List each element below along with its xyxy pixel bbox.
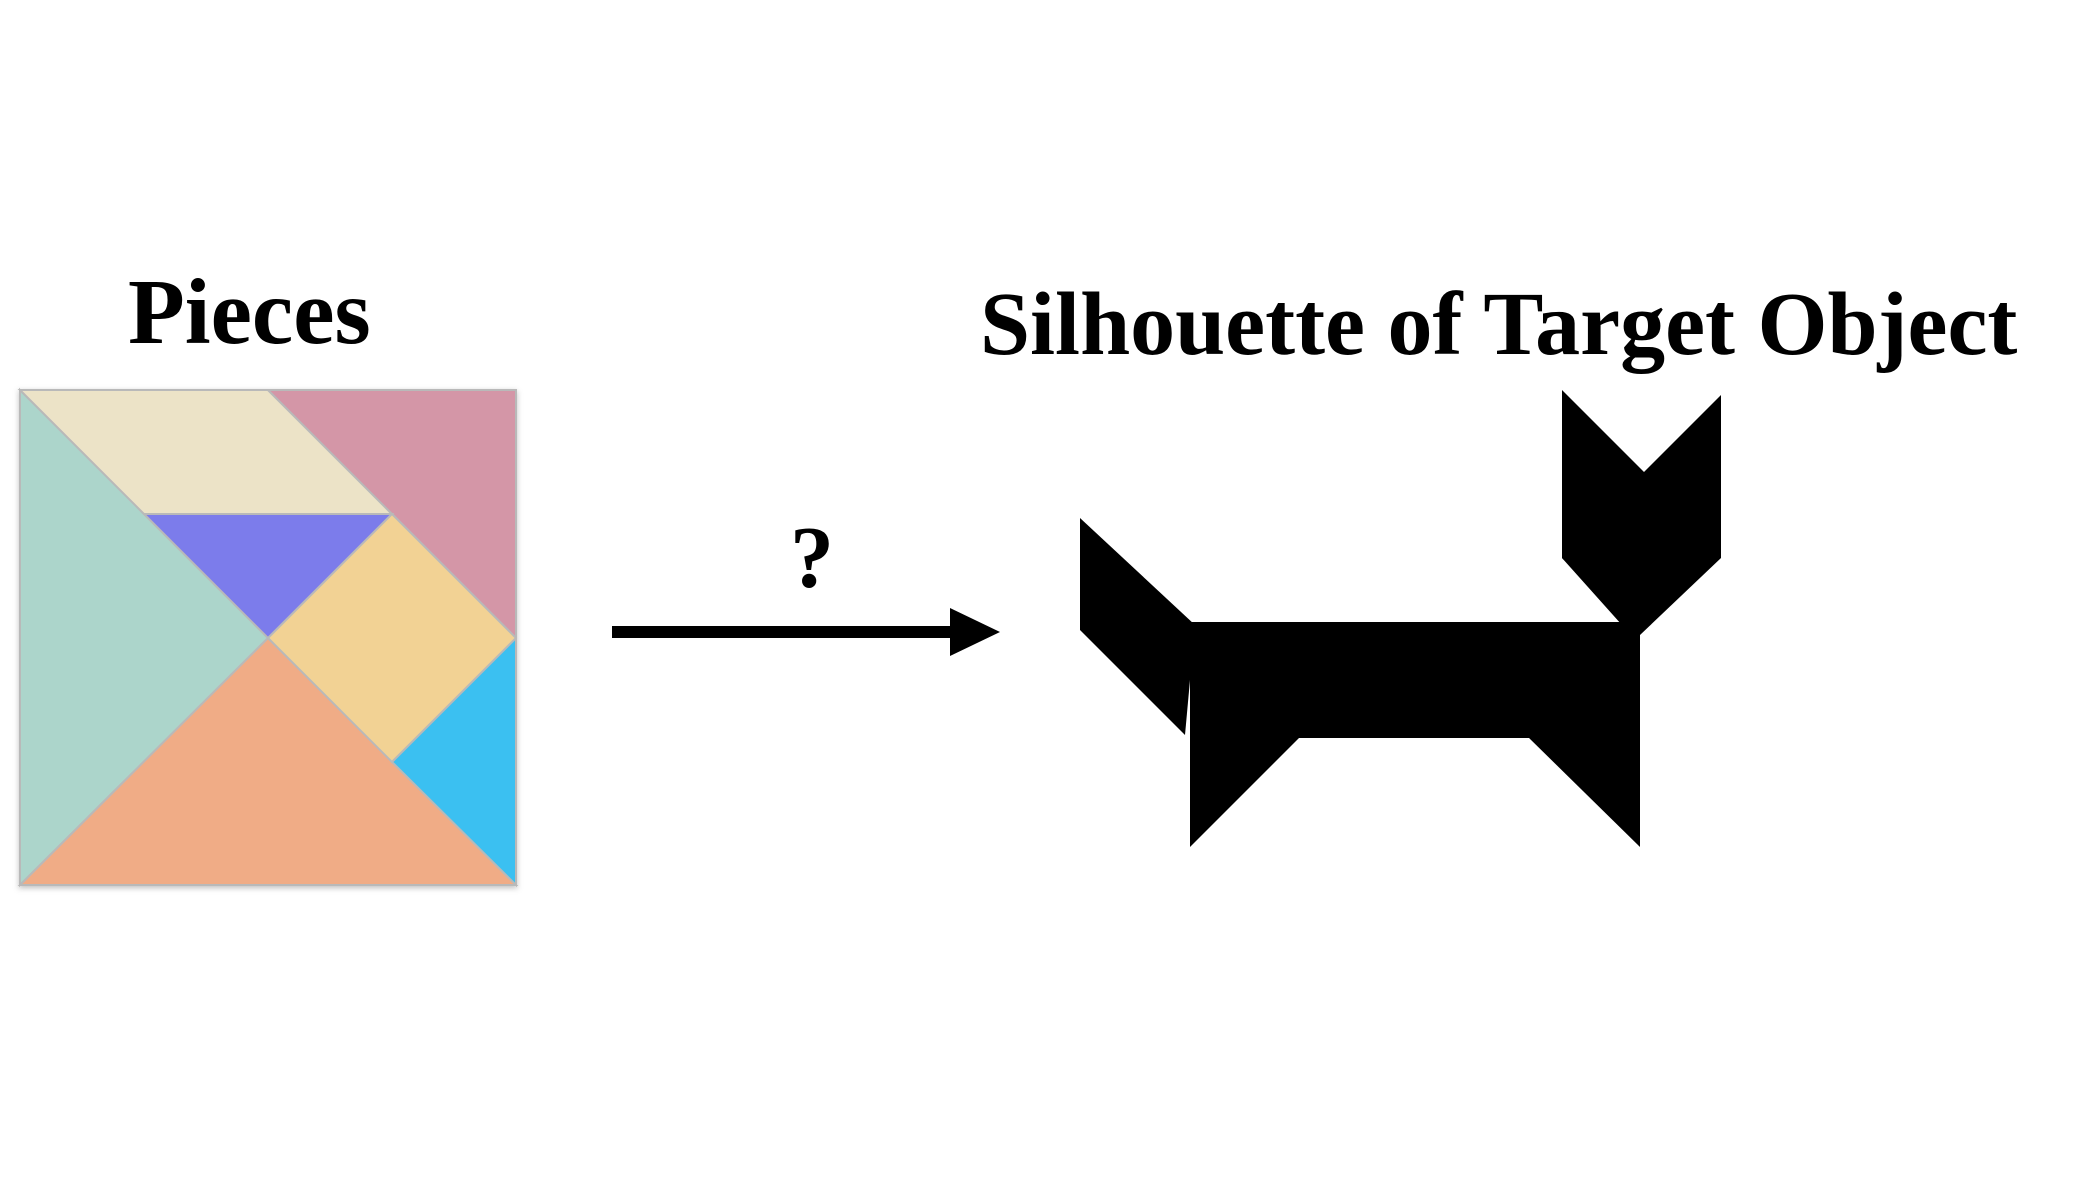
silhouette-head: [1562, 390, 1721, 635]
arrow: [612, 608, 1000, 656]
silhouette-tail: [1080, 518, 1195, 735]
silhouette-body: [1190, 622, 1640, 738]
question-mark: ?: [790, 510, 834, 607]
arrow-head: [950, 608, 1000, 656]
pieces-title: Pieces: [128, 261, 371, 364]
small-triangle-right-piece: [390, 635, 517, 888]
cat-silhouette: [1080, 390, 1721, 847]
tangram-square: [17, 387, 519, 888]
target-title: Silhouette of Target Object: [980, 275, 2018, 374]
silhouette-back-leg: [1528, 730, 1640, 847]
silhouette-front-leg: [1190, 730, 1300, 847]
